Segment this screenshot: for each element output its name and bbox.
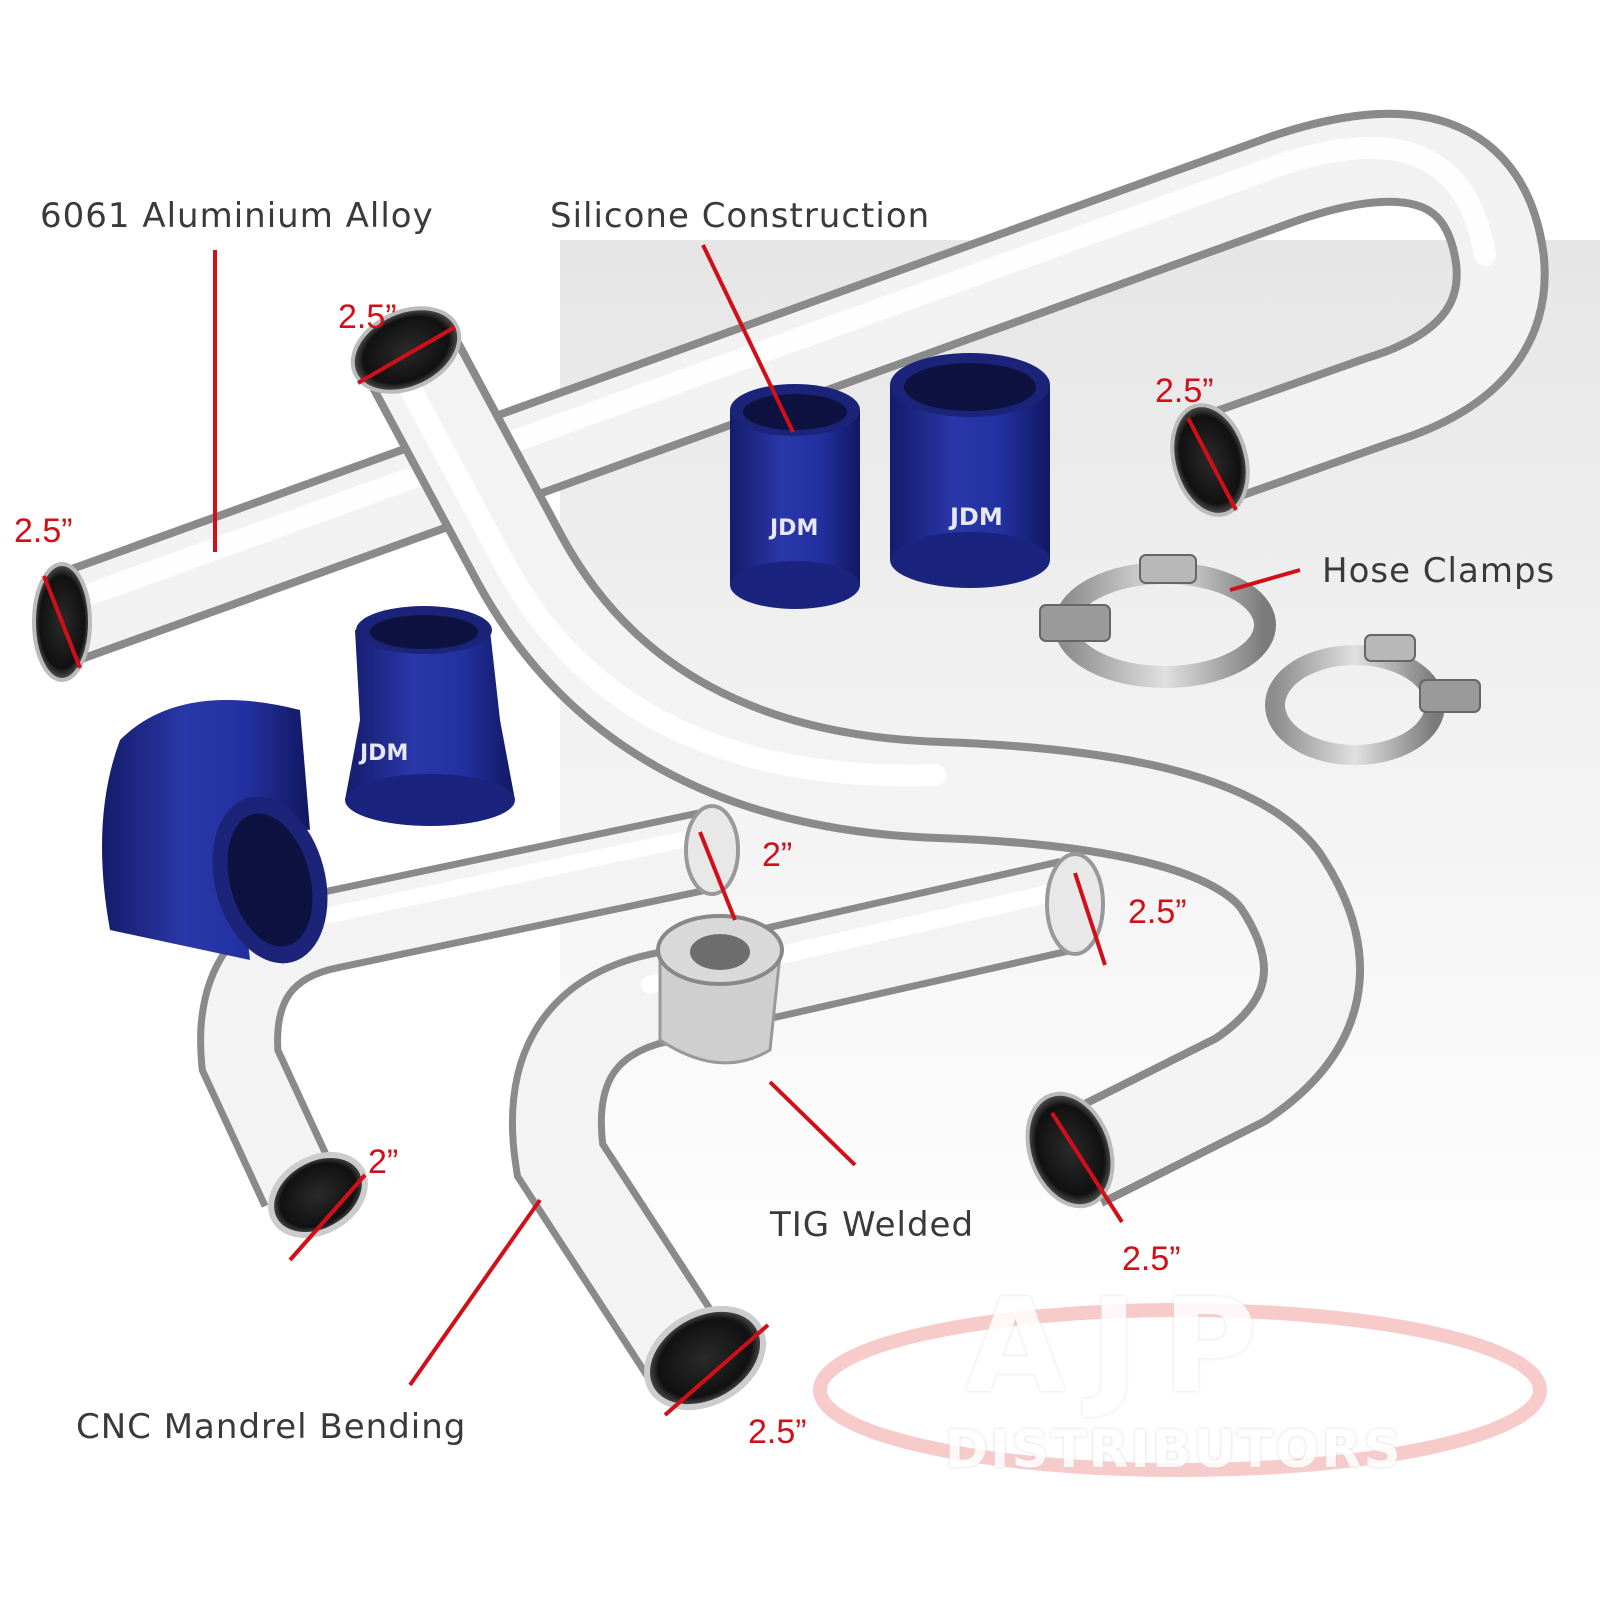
silicone-coupler-elbow — [102, 700, 328, 964]
label-silicone-construction: Silicone Construction — [550, 196, 931, 236]
s-bend-pipe — [350, 306, 1364, 1209]
dimension-label: 2.5” — [1122, 1240, 1181, 1278]
silicone-coupler-straight-small: JDM — [730, 384, 860, 609]
callout-lines — [213, 244, 1301, 1387]
hose-clamp-large — [1039, 554, 1276, 688]
dimension-label: 2.5” — [1128, 893, 1187, 931]
label-tig-welded: TIG Welded — [770, 1205, 975, 1245]
silicone-coupler-straight-large: JDM — [890, 353, 1050, 588]
silicone-coupler-reducer: JDM — [345, 606, 515, 826]
coupler-logo-text: JDM — [768, 516, 818, 541]
dimension-label: 2” — [368, 1143, 399, 1181]
hose-clamp-small — [1265, 634, 1481, 765]
coupler-logo-text: JDM — [948, 503, 1003, 531]
label-aluminium-alloy: 6061 Aluminium Alloy — [40, 196, 434, 236]
coupler-logo-text: JDM — [358, 741, 408, 766]
label-cnc-mandrel-bending: CNC Mandrel Bending — [76, 1407, 467, 1447]
ajp-watermark — [813, 1303, 1547, 1477]
watermark-name: DISTRIBUTORS — [945, 1420, 1403, 1480]
dimension-label: 2.5” — [748, 1413, 807, 1451]
watermark-logo: AJP — [965, 1270, 1282, 1422]
u-bend-pipe — [32, 109, 1549, 682]
dimension-label: 2.5” — [338, 298, 397, 336]
flange-pipe — [508, 852, 1105, 1411]
label-hose-clamps: Hose Clamps — [1322, 551, 1556, 591]
dimension-arrows — [42, 325, 1238, 1417]
dimension-label: 2.5” — [14, 512, 73, 550]
dimension-label: 2.5” — [1155, 372, 1214, 410]
dimension-label: 2” — [762, 836, 793, 874]
